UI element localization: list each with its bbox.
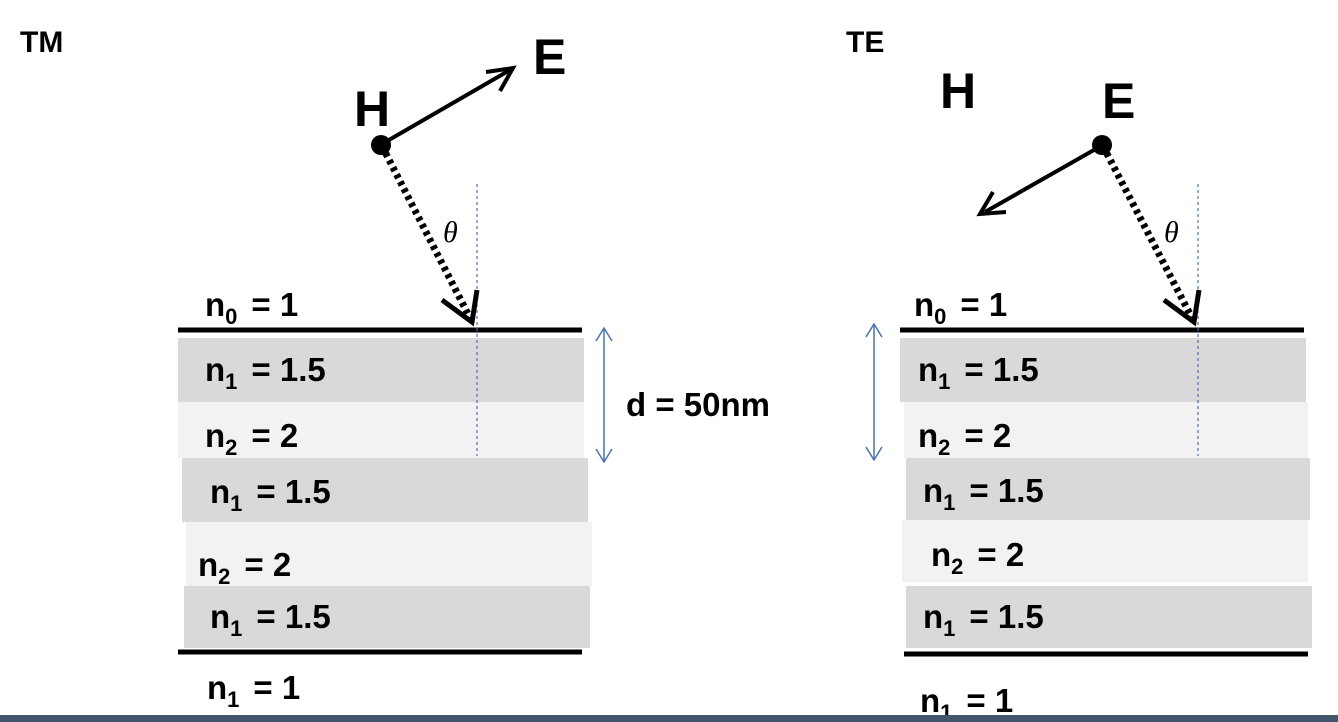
te-e-field-dot [1092,135,1112,155]
te-layer-3 [906,458,1310,520]
te-layer-label-4: n2= 2 [931,536,1024,579]
tm-layer-2 [178,402,584,458]
te-layer-label-1: n1= 1.5 [918,351,1039,394]
tm-incident-arrowhead [440,289,480,327]
te-thickness-dimension [865,322,883,462]
tm-theta-label: θ [443,216,458,249]
tm-layer-label-6: n1= 1 [207,669,300,712]
te-e-label: E [1102,73,1135,129]
tm-layer-label-5: n1= 1.5 [210,598,331,641]
te-h-label: H [940,63,976,119]
te-layer-label-2: n2= 2 [918,417,1011,460]
tm-layer-label-3: n1= 1.5 [210,473,331,516]
tm-h-label: H [354,81,390,137]
tm-layer-label-1: n1= 1.5 [205,351,326,394]
tm-layer-5 [184,586,590,648]
tm-layer-1 [178,338,584,402]
tm-thickness-label: d = 50nm [626,386,770,423]
te-layer-4 [902,520,1308,582]
tm-h-field-dot [371,135,391,155]
te-incident-ray [1099,144,1196,320]
te-theta-label: θ [1164,216,1179,249]
te-label: TE [846,26,884,59]
te-layer-label-5: n1= 1.5 [923,598,1044,641]
tm-layer-4 [186,522,592,586]
tm-layer-label-4: n2= 2 [198,546,291,589]
tm-panel: TM H E θ d = 50nm n0= 1 n1= 1.5 [20,26,770,712]
te-layer-label-3: n1= 1.5 [923,472,1044,515]
tm-layer-label-2: n2= 2 [205,417,298,460]
tm-e-field-arrow [380,68,512,146]
te-layer-2 [904,402,1308,458]
tm-thickness-dimension [595,326,613,464]
te-h-field-arrow [984,144,1102,214]
bottom-bar [0,715,1338,722]
tm-label: TM [20,26,63,59]
tm-layer-3 [182,458,588,522]
te-h-field-arrowhead [976,190,1007,217]
te-layer-label-0: n0= 1 [914,286,1007,329]
te-incident-arrowhead [1162,289,1202,327]
te-layer-5 [906,586,1312,648]
te-layer-1 [900,338,1306,402]
tm-incident-ray [378,144,474,320]
tm-layer-label-0: n0= 1 [205,286,298,329]
tm-e-label: E [533,29,566,85]
te-panel: TE H E θ n0= 1 n1= 1.5 n2= 2 n1= [846,26,1312,722]
tm-e-field-arrowhead [485,65,517,92]
